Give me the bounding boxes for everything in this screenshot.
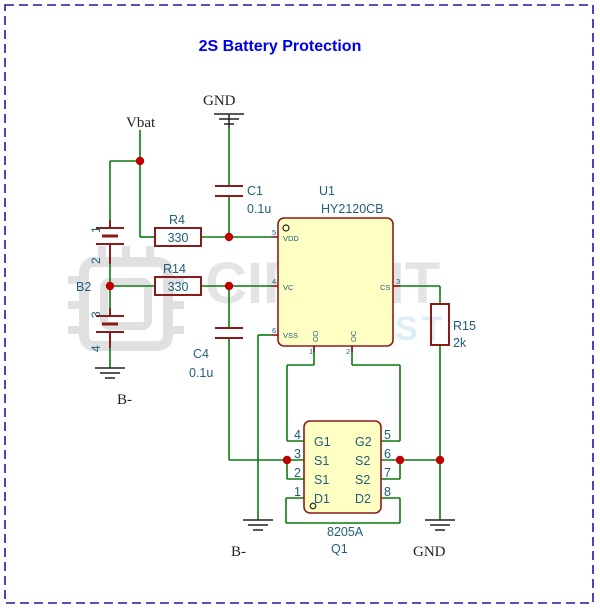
u1-pin-od-num: 1 bbox=[309, 347, 313, 356]
bminus-left-symbol bbox=[95, 367, 125, 379]
q1-part: 8205A bbox=[327, 525, 364, 539]
u1-body bbox=[277, 217, 394, 347]
gnd-bottom-label: GND bbox=[413, 544, 446, 560]
q1-right-pin-name-4: D2 bbox=[355, 492, 371, 506]
u1-pin-vss-name: VSS bbox=[283, 331, 298, 340]
gnd-top-label: GND bbox=[203, 93, 236, 109]
q1-right-pin-num-4: 8 bbox=[384, 485, 391, 499]
q1-left-pin-name-1: G1 bbox=[314, 435, 331, 449]
r14-value: 330 bbox=[168, 280, 189, 294]
u1-pin-vdd-name: VDD bbox=[283, 234, 299, 243]
u1-pin-oc-num: 2 bbox=[346, 347, 350, 356]
bminus-bottom-symbol bbox=[243, 519, 273, 531]
battery-ref: B2 bbox=[76, 280, 91, 294]
q1-right-pin-num-2: 6 bbox=[384, 447, 391, 461]
q1-ref: Q1 bbox=[331, 542, 348, 556]
c1-value: 0.1u bbox=[247, 202, 271, 216]
q1-left-pin-num-4: 1 bbox=[294, 485, 301, 499]
q1-right-pin-name-1: G2 bbox=[355, 435, 372, 449]
u1-ref: U1 bbox=[319, 184, 335, 198]
q1-left-pin-num-3: 2 bbox=[294, 466, 301, 480]
bminus-left-label: B- bbox=[117, 392, 132, 408]
q1-body bbox=[303, 420, 382, 514]
u1-pin-vss-num: 6 bbox=[272, 326, 276, 335]
capacitor-c4 bbox=[215, 327, 243, 339]
r14-ref: R14 bbox=[163, 262, 186, 276]
battery-pin-4: 4 bbox=[89, 345, 103, 352]
page-title: 2S Battery Protection bbox=[198, 38, 362, 55]
resistor-r4 bbox=[154, 227, 202, 247]
battery-pin-3: 3 bbox=[89, 311, 103, 318]
sheet-border bbox=[4, 4, 594, 604]
vbat-label: Vbat bbox=[126, 115, 156, 131]
u1-pin-stubs bbox=[271, 236, 400, 352]
u1-pin-oc-name: OC bbox=[349, 330, 358, 342]
u1-pin-cs-name: CS bbox=[380, 283, 390, 292]
q1-right-pin-num-1: 5 bbox=[384, 428, 391, 442]
q1-left-pin-name-2: S1 bbox=[314, 454, 329, 468]
c1-ref: C1 bbox=[247, 184, 263, 198]
resistor-r15 bbox=[430, 303, 450, 346]
watermark-logo bbox=[68, 246, 184, 351]
q1-right-pin-num-3: 7 bbox=[384, 466, 391, 480]
r15-ref: R15 bbox=[453, 319, 476, 333]
gnd-top-symbol bbox=[214, 113, 244, 128]
battery-b2 bbox=[96, 220, 124, 348]
u1-pin-cs-num: 3 bbox=[396, 277, 400, 286]
battery-pin-2: 2 bbox=[89, 257, 103, 264]
u1-pin1-marker bbox=[282, 224, 290, 232]
r4-value: 330 bbox=[168, 231, 189, 245]
gnd-bottom-symbol bbox=[425, 519, 455, 531]
battery-pin-1: 1 bbox=[89, 226, 103, 233]
q1-left-pin-name-4: D1 bbox=[314, 492, 330, 506]
q1-left-pin-num-1: 4 bbox=[294, 428, 301, 442]
resistor-r14 bbox=[154, 276, 202, 296]
q1-right-pin-name-3: S2 bbox=[355, 473, 370, 487]
q1-pin1-marker bbox=[309, 502, 317, 510]
u1-pin-vc-num: 4 bbox=[272, 277, 276, 286]
q1-left-pin-name-3: S1 bbox=[314, 473, 329, 487]
q1-right-pin-name-2: S2 bbox=[355, 454, 370, 468]
u1-pin-vc-name: VC bbox=[283, 283, 294, 292]
bminus-bottom-label: B- bbox=[231, 544, 246, 560]
c4-value: 0.1u bbox=[189, 366, 213, 380]
q1-left-pin-num-2: 3 bbox=[294, 447, 301, 461]
u1-pin-od-name: OD bbox=[311, 330, 320, 342]
c4-ref: C4 bbox=[193, 347, 209, 361]
capacitor-c1 bbox=[215, 185, 243, 197]
u1-pin-vdd-num: 5 bbox=[272, 228, 276, 237]
r15-value: 2k bbox=[453, 336, 467, 350]
junction-dots bbox=[105, 156, 445, 465]
r4-ref: R4 bbox=[169, 213, 185, 227]
u1-part: HY2120CB bbox=[321, 202, 384, 216]
